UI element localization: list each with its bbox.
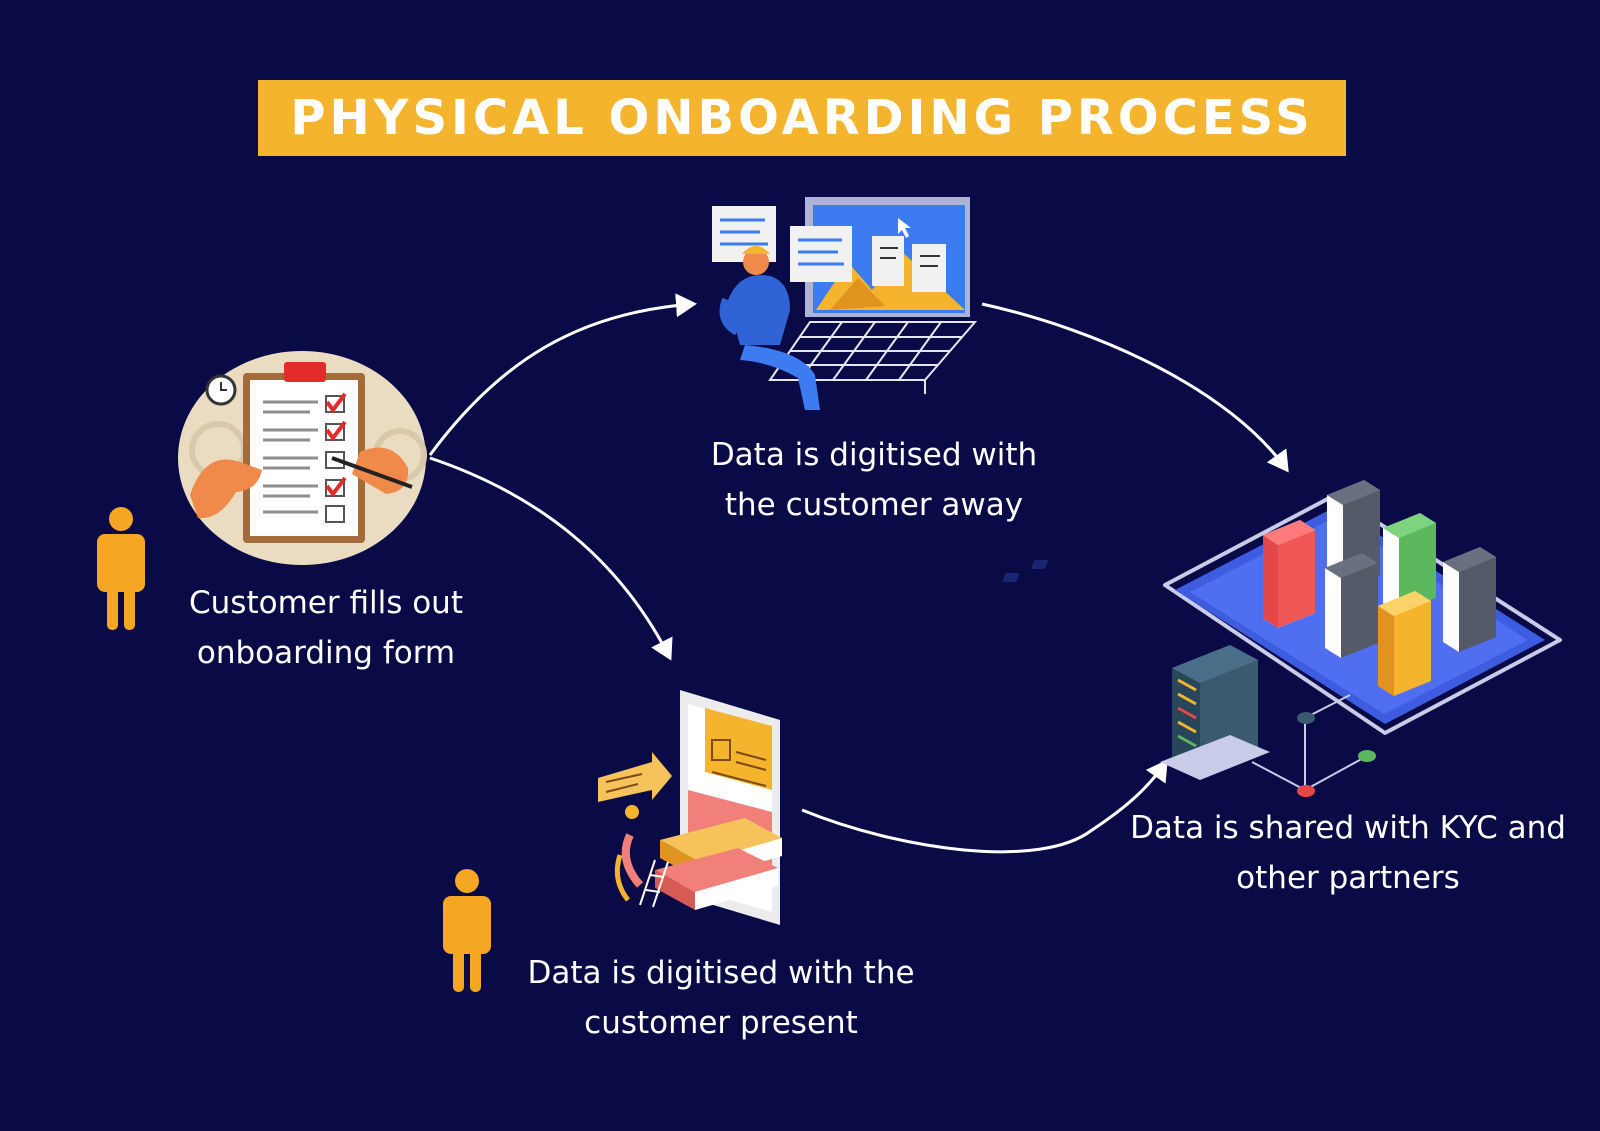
- step-caption-form: Customer fills out onboarding form: [170, 578, 482, 678]
- caption-line: Data is digitised with the: [527, 955, 915, 991]
- server-tower: [1160, 645, 1270, 780]
- clipboard-checklist-illustration: [178, 351, 427, 565]
- arrow-digitised-present-to-shared: [801, 759, 1168, 854]
- server-rack-yellow: [1378, 591, 1431, 696]
- server-rack-red: [1263, 520, 1315, 628]
- caption-line: Customer fills out: [189, 585, 463, 621]
- page-title: PHYSICAL ONBOARDING PROCESS: [290, 90, 1314, 146]
- document-tablet-illustration: [598, 690, 782, 925]
- person-icon: [97, 507, 145, 630]
- caption-line: customer present: [584, 1005, 858, 1041]
- caption-line: Data is digitised with: [710, 437, 1038, 473]
- server-network-illustration: [1002, 480, 1562, 797]
- title-banner: PHYSICAL ONBOARDING PROCESS: [258, 80, 1346, 156]
- person-icon: [443, 869, 491, 992]
- caption-line: onboarding form: [196, 635, 456, 671]
- caption-line: other partners: [1236, 860, 1460, 896]
- arrow-form-to-digitised-present: [429, 456, 673, 661]
- caption-line: the customer away: [724, 487, 1024, 523]
- computer-dashboard-illustration: [712, 197, 978, 410]
- step-caption-shared: Data is shared with KYC and other partne…: [1108, 803, 1588, 903]
- step-caption-digitised-present: Data is digitised with the customer pres…: [505, 948, 937, 1048]
- arrow-form-to-digitised-away: [428, 293, 697, 456]
- server-rack-green: [1383, 513, 1436, 613]
- server-rack-dark: [1325, 553, 1378, 658]
- step-caption-digitised-away: Data is digitised with the customer away: [684, 430, 1064, 530]
- caption-line: Data is shared with KYC and: [1130, 810, 1566, 846]
- arrow-digitised-away-to-shared: [981, 302, 1289, 473]
- server-rack-dark: [1443, 547, 1496, 652]
